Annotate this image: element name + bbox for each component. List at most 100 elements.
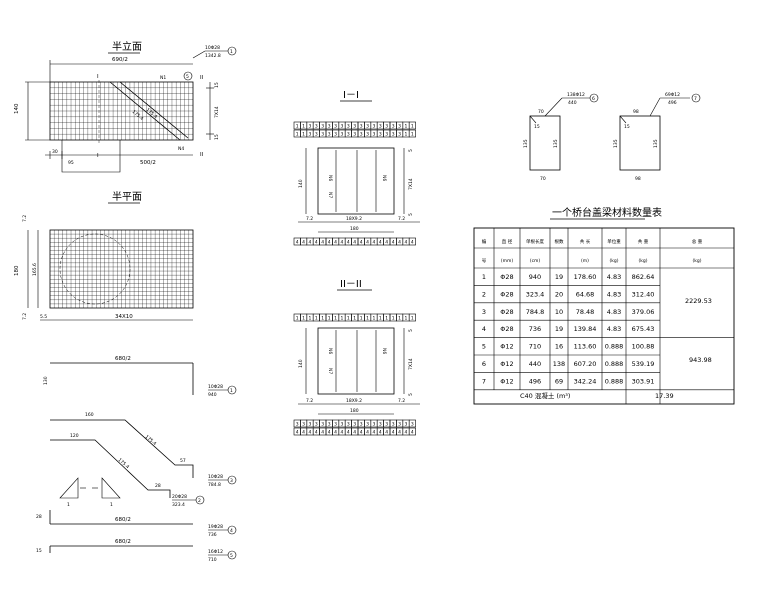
s2-top-num: 1 xyxy=(379,316,382,322)
table-cell: Φ12 xyxy=(500,360,513,368)
s1-top1-num: 3 xyxy=(315,124,318,130)
table-cell: 10 xyxy=(555,308,563,316)
half-elevation-title: 半立面 xyxy=(112,40,142,53)
s1-bot-cell xyxy=(408,237,416,246)
s1-bot-num: 4 xyxy=(366,240,369,246)
bar2-d3: 28 xyxy=(155,483,161,489)
s1-top2-num: 3 xyxy=(334,132,337,138)
s2-bot1-num: 3 xyxy=(379,422,382,428)
s2-top-num: 1 xyxy=(309,316,312,322)
rdim-a: 15 xyxy=(214,82,220,88)
s2-bot1-num: 3 xyxy=(373,422,376,428)
table-cell: 440 xyxy=(529,360,541,368)
table-cell: 323.4 xyxy=(526,290,545,298)
s1-top2-num: 3 xyxy=(309,132,312,138)
table-cell: Φ28 xyxy=(500,308,513,316)
s1-bot-num: 4 xyxy=(353,240,356,246)
s1-top1-num: 1 xyxy=(405,124,408,130)
table-header-top: 单根长度 xyxy=(526,238,544,245)
s1-bot-num: 4 xyxy=(411,240,414,246)
bar3-d3: 57 xyxy=(180,458,186,464)
s1-bot-num: 4 xyxy=(309,240,312,246)
bar5-ct: 16Φ12 xyxy=(208,549,223,555)
s2-bot1-num: 3 xyxy=(347,422,350,428)
s2-bot2-num: 4 xyxy=(309,430,312,436)
s2-top-num: 1 xyxy=(334,316,337,322)
s2-top-num: 1 xyxy=(353,316,356,322)
s2-bot2-num: 4 xyxy=(411,430,414,436)
section2-title: II－II xyxy=(340,279,362,290)
table-cell: 6 xyxy=(482,360,486,368)
dim-690: 690/2 xyxy=(112,57,128,63)
st6-right: 135 xyxy=(553,139,559,148)
table-cell: 342.24 xyxy=(574,377,597,385)
table-cell: 496 xyxy=(529,377,541,385)
s1-top2-num: 1 xyxy=(411,132,414,138)
section-mark-2b: II xyxy=(200,152,204,158)
table-header-bot: (cm) xyxy=(530,258,541,264)
bar4-ct: 19Φ28 xyxy=(208,524,223,530)
plan-dim-total: 180 xyxy=(14,265,20,276)
table-cell: 178.60 xyxy=(574,273,597,281)
s2-top-num: 1 xyxy=(347,316,350,322)
table-cell: 736 xyxy=(529,325,541,333)
bar3-d2: 175.4 xyxy=(144,434,158,447)
s1-bot-num: 4 xyxy=(341,240,344,246)
s1-bot-num: 4 xyxy=(392,240,395,246)
s2-bot1-num: 3 xyxy=(341,422,344,428)
s1-top2-num: 3 xyxy=(366,132,369,138)
st6-num: 6 xyxy=(592,96,595,102)
s2-bot1-num: 3 xyxy=(296,422,299,428)
s1-top2-num: 3 xyxy=(379,132,382,138)
bar-shapes: 680/2 130 10Φ28 940 1 160 175.4 57 10Φ28… xyxy=(36,356,237,563)
table-cell: 4.83 xyxy=(607,325,621,333)
s2-total: 180 xyxy=(350,408,359,414)
table-concrete-label: C40 混凝土 (m³) xyxy=(520,391,570,400)
table-cell: 16 xyxy=(555,343,563,351)
s2-top-num: 1 xyxy=(373,316,376,322)
bar4-cb: 736 xyxy=(208,532,217,538)
s2-top-num: 1 xyxy=(360,316,363,322)
table-cell: Φ28 xyxy=(500,325,513,333)
s1-b1: 7.2 xyxy=(306,216,313,222)
s1-top1-cell xyxy=(408,121,416,130)
s1-top2-num: 3 xyxy=(321,132,324,138)
s1-n7: N7 xyxy=(327,192,333,198)
s2-bot2-num: 4 xyxy=(353,430,356,436)
s1-bot-num: 4 xyxy=(405,240,408,246)
s1-top1-num: 3 xyxy=(379,124,382,130)
table-cell: 539.19 xyxy=(632,360,655,368)
bar5-dim: 680/2 xyxy=(115,539,131,545)
s1-top1-num: 3 xyxy=(398,124,401,130)
s1-r1: 5 xyxy=(408,149,414,152)
st6-left: 135 xyxy=(523,139,529,148)
table-cell: 710 xyxy=(529,343,541,351)
s1-top1-num: 3 xyxy=(373,124,376,130)
table-cell: 19 xyxy=(555,325,563,333)
table-cell: 784.8 xyxy=(526,308,545,316)
bar4-num: 4 xyxy=(230,528,233,534)
s2-top-num: 1 xyxy=(366,316,369,322)
s2-bot1-num: 3 xyxy=(398,422,401,428)
label-n4: N4 xyxy=(178,146,184,152)
s2-top-num: 1 xyxy=(321,316,324,322)
s2-bot2-num: 4 xyxy=(296,430,299,436)
s1-top2-num: 3 xyxy=(385,132,388,138)
s1-top2-num: 3 xyxy=(347,132,350,138)
s2-bot1-num: 3 xyxy=(385,422,388,428)
s2-top-num: 1 xyxy=(405,316,408,322)
s2-bot2-num: 4 xyxy=(328,430,331,436)
s1-top1-num: 3 xyxy=(321,124,324,130)
bar1-dim: 680/2 xyxy=(115,356,131,362)
table-cell: 379.06 xyxy=(632,308,655,316)
s1-bot-num: 4 xyxy=(373,240,376,246)
s1-r2: 7X14 xyxy=(408,178,414,190)
s2-bot2-num: 4 xyxy=(398,430,401,436)
s1-bot-num: 4 xyxy=(328,240,331,246)
s2-bot1-num: 3 xyxy=(309,422,312,428)
bar3-ct: 10Φ28 xyxy=(208,474,223,480)
s2-top-num: 1 xyxy=(328,316,331,322)
table-total-a: 2229.53 xyxy=(685,297,712,305)
